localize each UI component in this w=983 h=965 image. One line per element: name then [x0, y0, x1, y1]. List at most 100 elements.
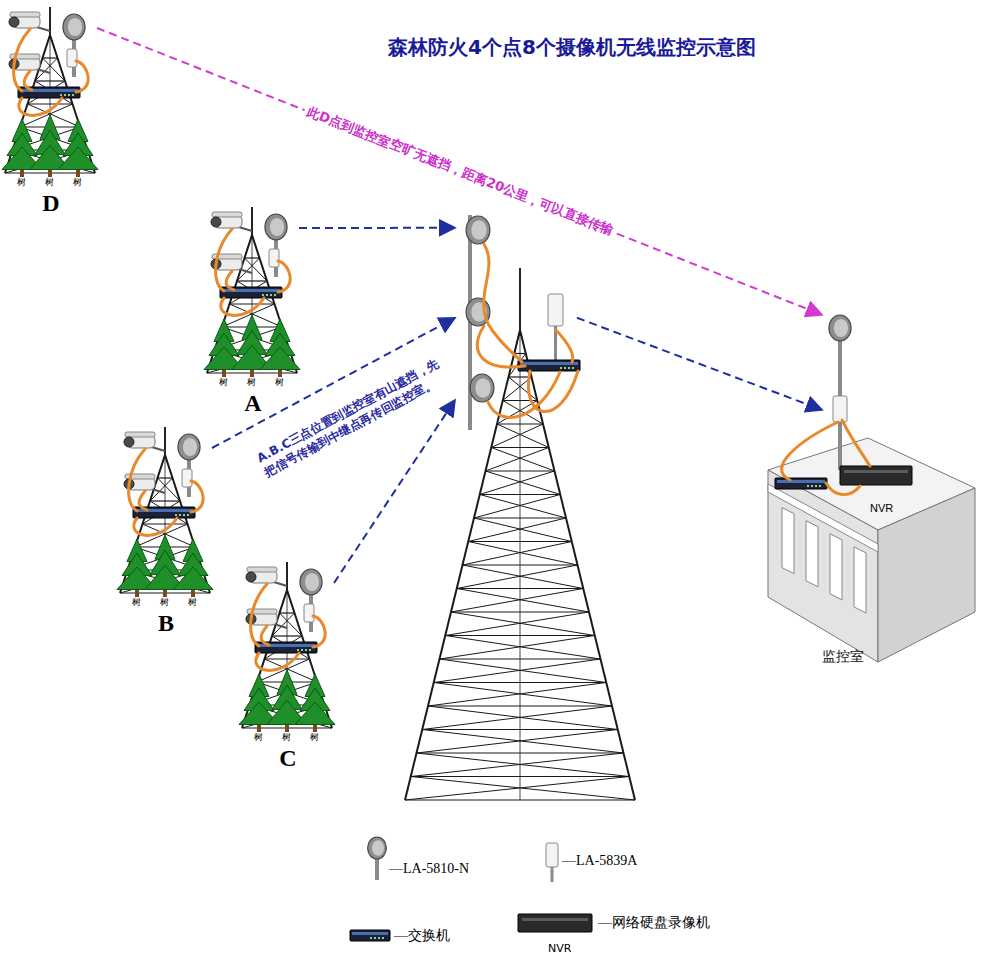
tree-label: 树 — [73, 178, 82, 187]
switch-light — [175, 514, 177, 516]
tree-label: 树 — [247, 378, 256, 387]
cable — [842, 420, 870, 466]
tree-trunk — [250, 369, 254, 377]
tree-trunk — [278, 369, 282, 377]
switch-light — [811, 485, 813, 487]
antenna-dish — [368, 837, 387, 859]
tower-brace — [445, 612, 589, 636]
cable — [782, 422, 838, 480]
tower-brace — [486, 448, 549, 472]
antenna-dish-inner — [305, 573, 319, 591]
tower-brace — [474, 495, 560, 519]
switch-light — [72, 94, 74, 96]
tower-brace — [468, 518, 566, 542]
site-letter: A — [207, 391, 299, 415]
tower-brace — [520, 330, 526, 354]
tower-brace — [422, 706, 612, 730]
nvr-box — [518, 914, 592, 932]
camera-hood — [247, 567, 277, 572]
cable — [24, 71, 32, 90]
tree-crown — [295, 702, 335, 725]
tower-brace — [440, 636, 595, 660]
tower-brace — [434, 683, 612, 707]
building-column — [854, 547, 866, 613]
tree-trunk — [163, 589, 167, 597]
panel-antenna — [546, 843, 558, 867]
tower-brace — [50, 35, 58, 58]
tower-brace — [411, 753, 624, 777]
tree-crown — [58, 147, 98, 170]
tree-trunk — [285, 724, 289, 732]
tower-brace — [422, 730, 623, 754]
panel-antenna — [833, 396, 847, 422]
tree-trunk — [48, 169, 52, 177]
switch-light — [183, 514, 185, 516]
switch-light — [568, 367, 570, 369]
cable — [261, 626, 269, 645]
antenna-dish — [178, 434, 200, 460]
cable — [484, 244, 522, 362]
switch-light — [179, 514, 181, 516]
tower-brace — [497, 424, 549, 448]
switch-light — [301, 649, 303, 651]
tree-label: 树 — [160, 598, 169, 607]
room-box: NVR监控室 — [822, 300, 972, 670]
tower-brace — [468, 542, 577, 566]
tower-brace — [428, 683, 606, 707]
switch-light — [187, 514, 189, 516]
tree-label: 树 — [310, 733, 319, 742]
building-face — [878, 488, 975, 662]
switch-stripe — [352, 932, 388, 935]
antenna-dish — [829, 315, 851, 341]
tower-brace — [43, 35, 51, 58]
tower-brace — [411, 777, 635, 801]
icon-label: NVR — [548, 943, 571, 954]
camera-hood — [125, 432, 155, 437]
switch-light — [270, 294, 272, 296]
nvr-stripe — [522, 918, 588, 921]
switch-light — [572, 367, 574, 369]
tower-brace — [486, 471, 561, 495]
tree-label: 树 — [17, 178, 26, 187]
antenna-pole — [551, 867, 554, 882]
tower-brace — [428, 706, 618, 730]
switch-light — [60, 94, 62, 96]
legend-text: —网络硬盘录像机 — [598, 915, 710, 932]
tree-label: 树 — [219, 378, 228, 387]
antenna-dish-inner — [270, 218, 284, 236]
legend-text: —交换机 — [394, 928, 450, 945]
tree-trunk — [222, 369, 226, 377]
camera-lens — [9, 17, 19, 27]
building-column — [830, 534, 842, 600]
tree-label: 树 — [254, 733, 263, 742]
tower-brace — [463, 565, 584, 589]
tower-brace — [434, 659, 601, 683]
tree-trunk — [76, 169, 80, 177]
switch-light — [382, 937, 384, 939]
cable — [139, 491, 147, 510]
tree-trunk — [135, 589, 139, 597]
tree-trunk — [20, 169, 24, 177]
node-text: 监控室 — [822, 648, 864, 666]
site-letter: B — [120, 611, 212, 635]
tower-brace — [514, 330, 520, 354]
panel-antenna — [548, 294, 563, 326]
switch-light — [370, 937, 372, 939]
legend-text: —LA-5810-N — [389, 861, 469, 878]
cable — [251, 584, 267, 646]
tree-label: 树 — [132, 598, 141, 607]
switch-light — [564, 367, 566, 369]
cable — [19, 98, 62, 115]
site-letter: C — [242, 746, 334, 770]
antenna-dish-inner — [475, 378, 490, 398]
site-letter: D — [5, 191, 97, 215]
tower-brace — [417, 753, 630, 777]
tree-trunk — [257, 724, 261, 732]
legend-text: —LA-5839A — [562, 853, 637, 870]
antenna-dish-inner — [183, 438, 197, 456]
switch-light — [266, 294, 268, 296]
edge-label: A.B.C三点位置到监控室有山遮挡，先把信号传输到中继点再传回监控室。 — [252, 354, 453, 482]
cable — [256, 653, 299, 670]
nvr-stripe — [844, 470, 908, 473]
